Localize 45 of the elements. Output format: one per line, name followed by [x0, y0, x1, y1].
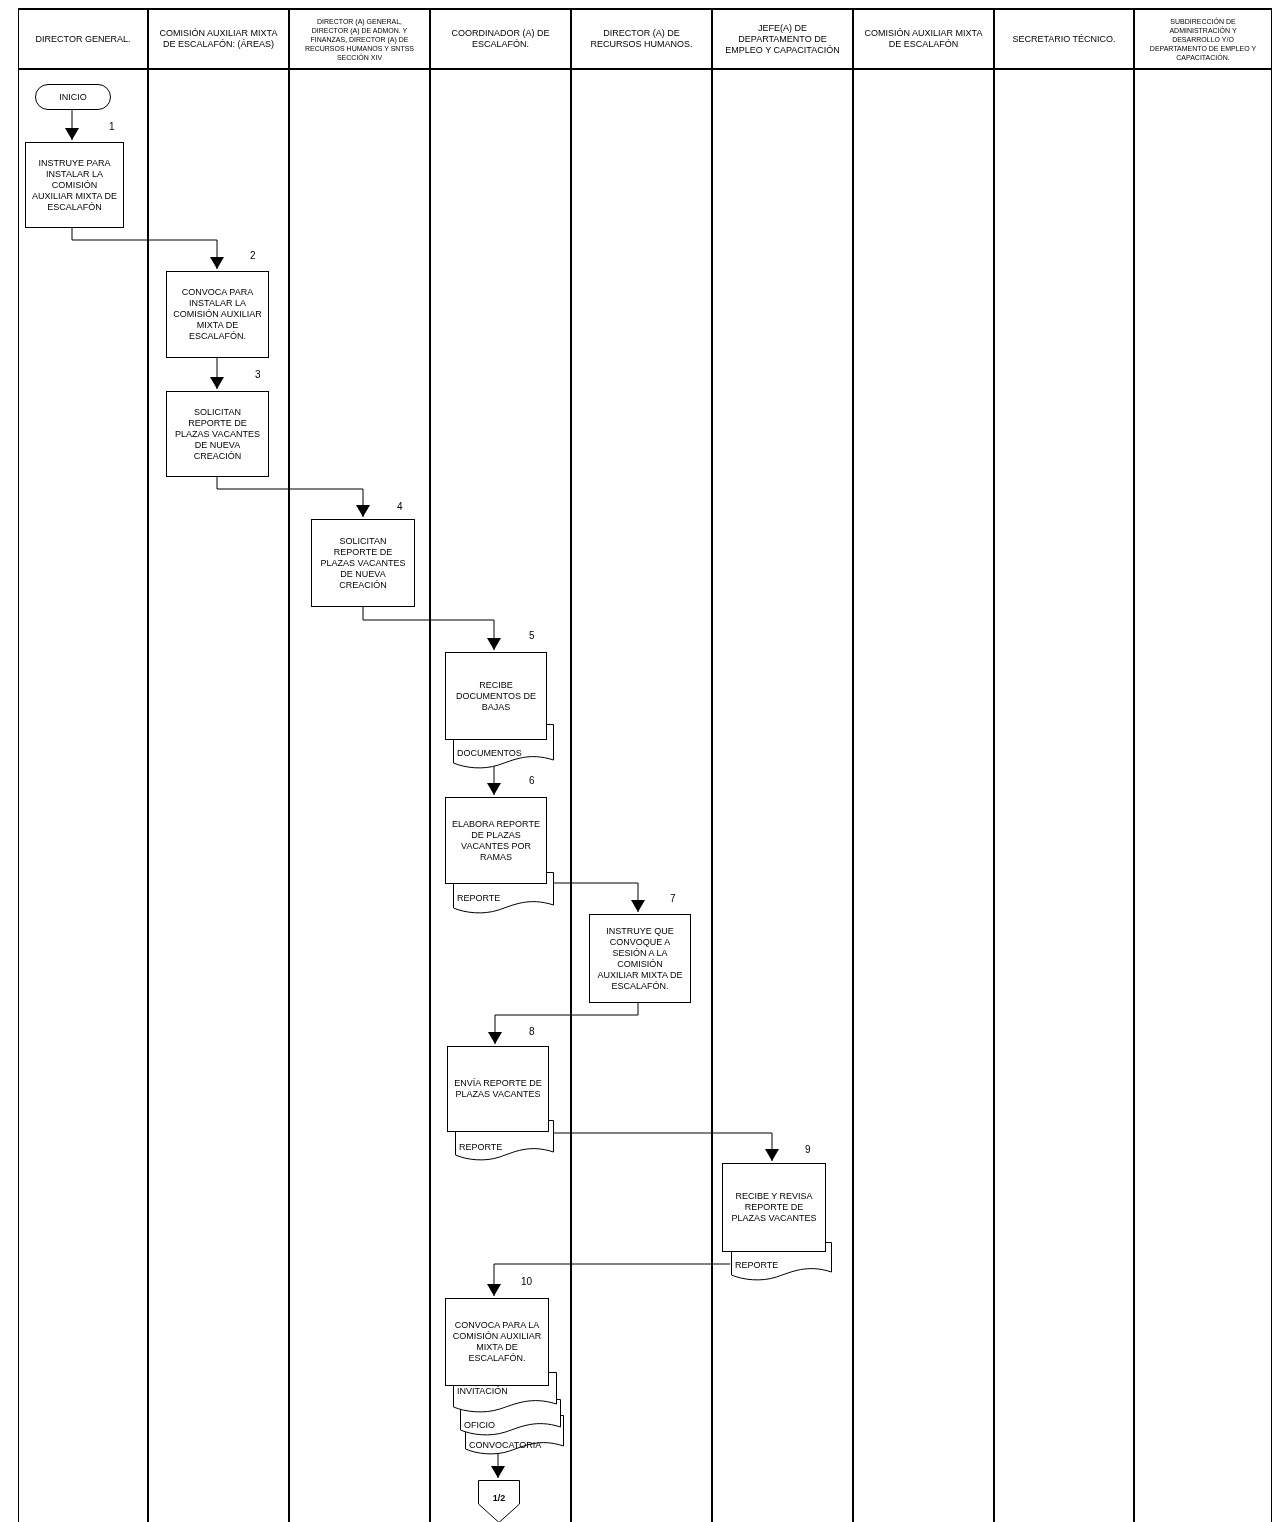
arrow [362, 604, 501, 651]
step-number: 2 [250, 250, 256, 261]
arrow [71, 225, 224, 270]
swimlane-column [712, 8, 853, 1522]
step-number: 9 [805, 1144, 811, 1155]
lane-title: COMISIÓN AUXILIAR MIXTA DE ESCALAFÓN [854, 10, 993, 70]
swimlane-column [289, 8, 430, 1522]
arrow [216, 474, 370, 518]
process-box: SOLICITAN REPORTE DE PLAZAS VACANTES DE NUEVA CREACIÓN [311, 519, 415, 607]
process-box: INSTRUYE PARA INSTALAR LA COMISIÓN AUXILIAR MIXTA DE ESCALAFÓN [25, 142, 124, 228]
arrow [488, 1000, 639, 1045]
lane-title: COORDINADOR (A) DE ESCALAFÓN. [431, 10, 570, 70]
lane-title: DIRECTOR (A) DE RECURSOS HUMANOS. [572, 10, 711, 70]
step-number: 10 [521, 1276, 533, 1287]
process-box: INSTRUYE QUE CONVOQUE A SESIÓN A LA COMISIÓN AUXILIAR MIXTA DE ESCALAFÓN. [589, 914, 691, 1003]
lane-title: JEFE(A) DE DEPARTAMENTO DE EMPLEO Y CAPACITACIÓN [713, 10, 852, 70]
step-number: 8 [529, 1026, 535, 1037]
swimlane-column [148, 8, 289, 1522]
process-box: CONVOCA PARA INSTALAR LA COMISIÓN AUXILIAR MIXTA DE ESCALAFÓN. [166, 271, 269, 358]
step-number: 6 [529, 775, 535, 786]
arrow [210, 355, 224, 390]
document-shape: REPORTE [731, 1242, 832, 1282]
lane-title: DIRECTOR GENERAL. [19, 10, 147, 70]
offpage-connector: 1/2 [478, 1480, 520, 1522]
lane-title: COMISIÓN AUXILIAR MIXTA DE ESCALAFÓN: (ÁREAS) [149, 10, 288, 70]
arrow [552, 1132, 779, 1162]
step-number: 4 [397, 501, 403, 512]
lane-title: SECRETARIO TÉCNICO. [995, 10, 1133, 70]
process-box: RECIBE DOCUMENTOS DE BAJAS [445, 652, 547, 740]
arrow [487, 764, 501, 796]
swimlane-column [430, 8, 571, 1522]
step-number: 7 [670, 893, 676, 904]
arrow [487, 1263, 731, 1297]
step-number: 1 [109, 121, 115, 132]
swimlane-column [994, 8, 1134, 1522]
step-number: 3 [255, 369, 261, 380]
arrow [65, 107, 79, 141]
swimlane-column [1134, 8, 1272, 1522]
arrow [552, 882, 645, 913]
process-box: SOLICITAN REPORTE DE PLAZAS VACANTES DE NUEVA CREACIÓN [166, 391, 269, 477]
terminator-shape: INICIO [35, 84, 111, 110]
swimlane-column [18, 8, 148, 1522]
swimlane-column [571, 8, 712, 1522]
step-number: 5 [529, 630, 535, 641]
swimlane-column [853, 8, 994, 1522]
